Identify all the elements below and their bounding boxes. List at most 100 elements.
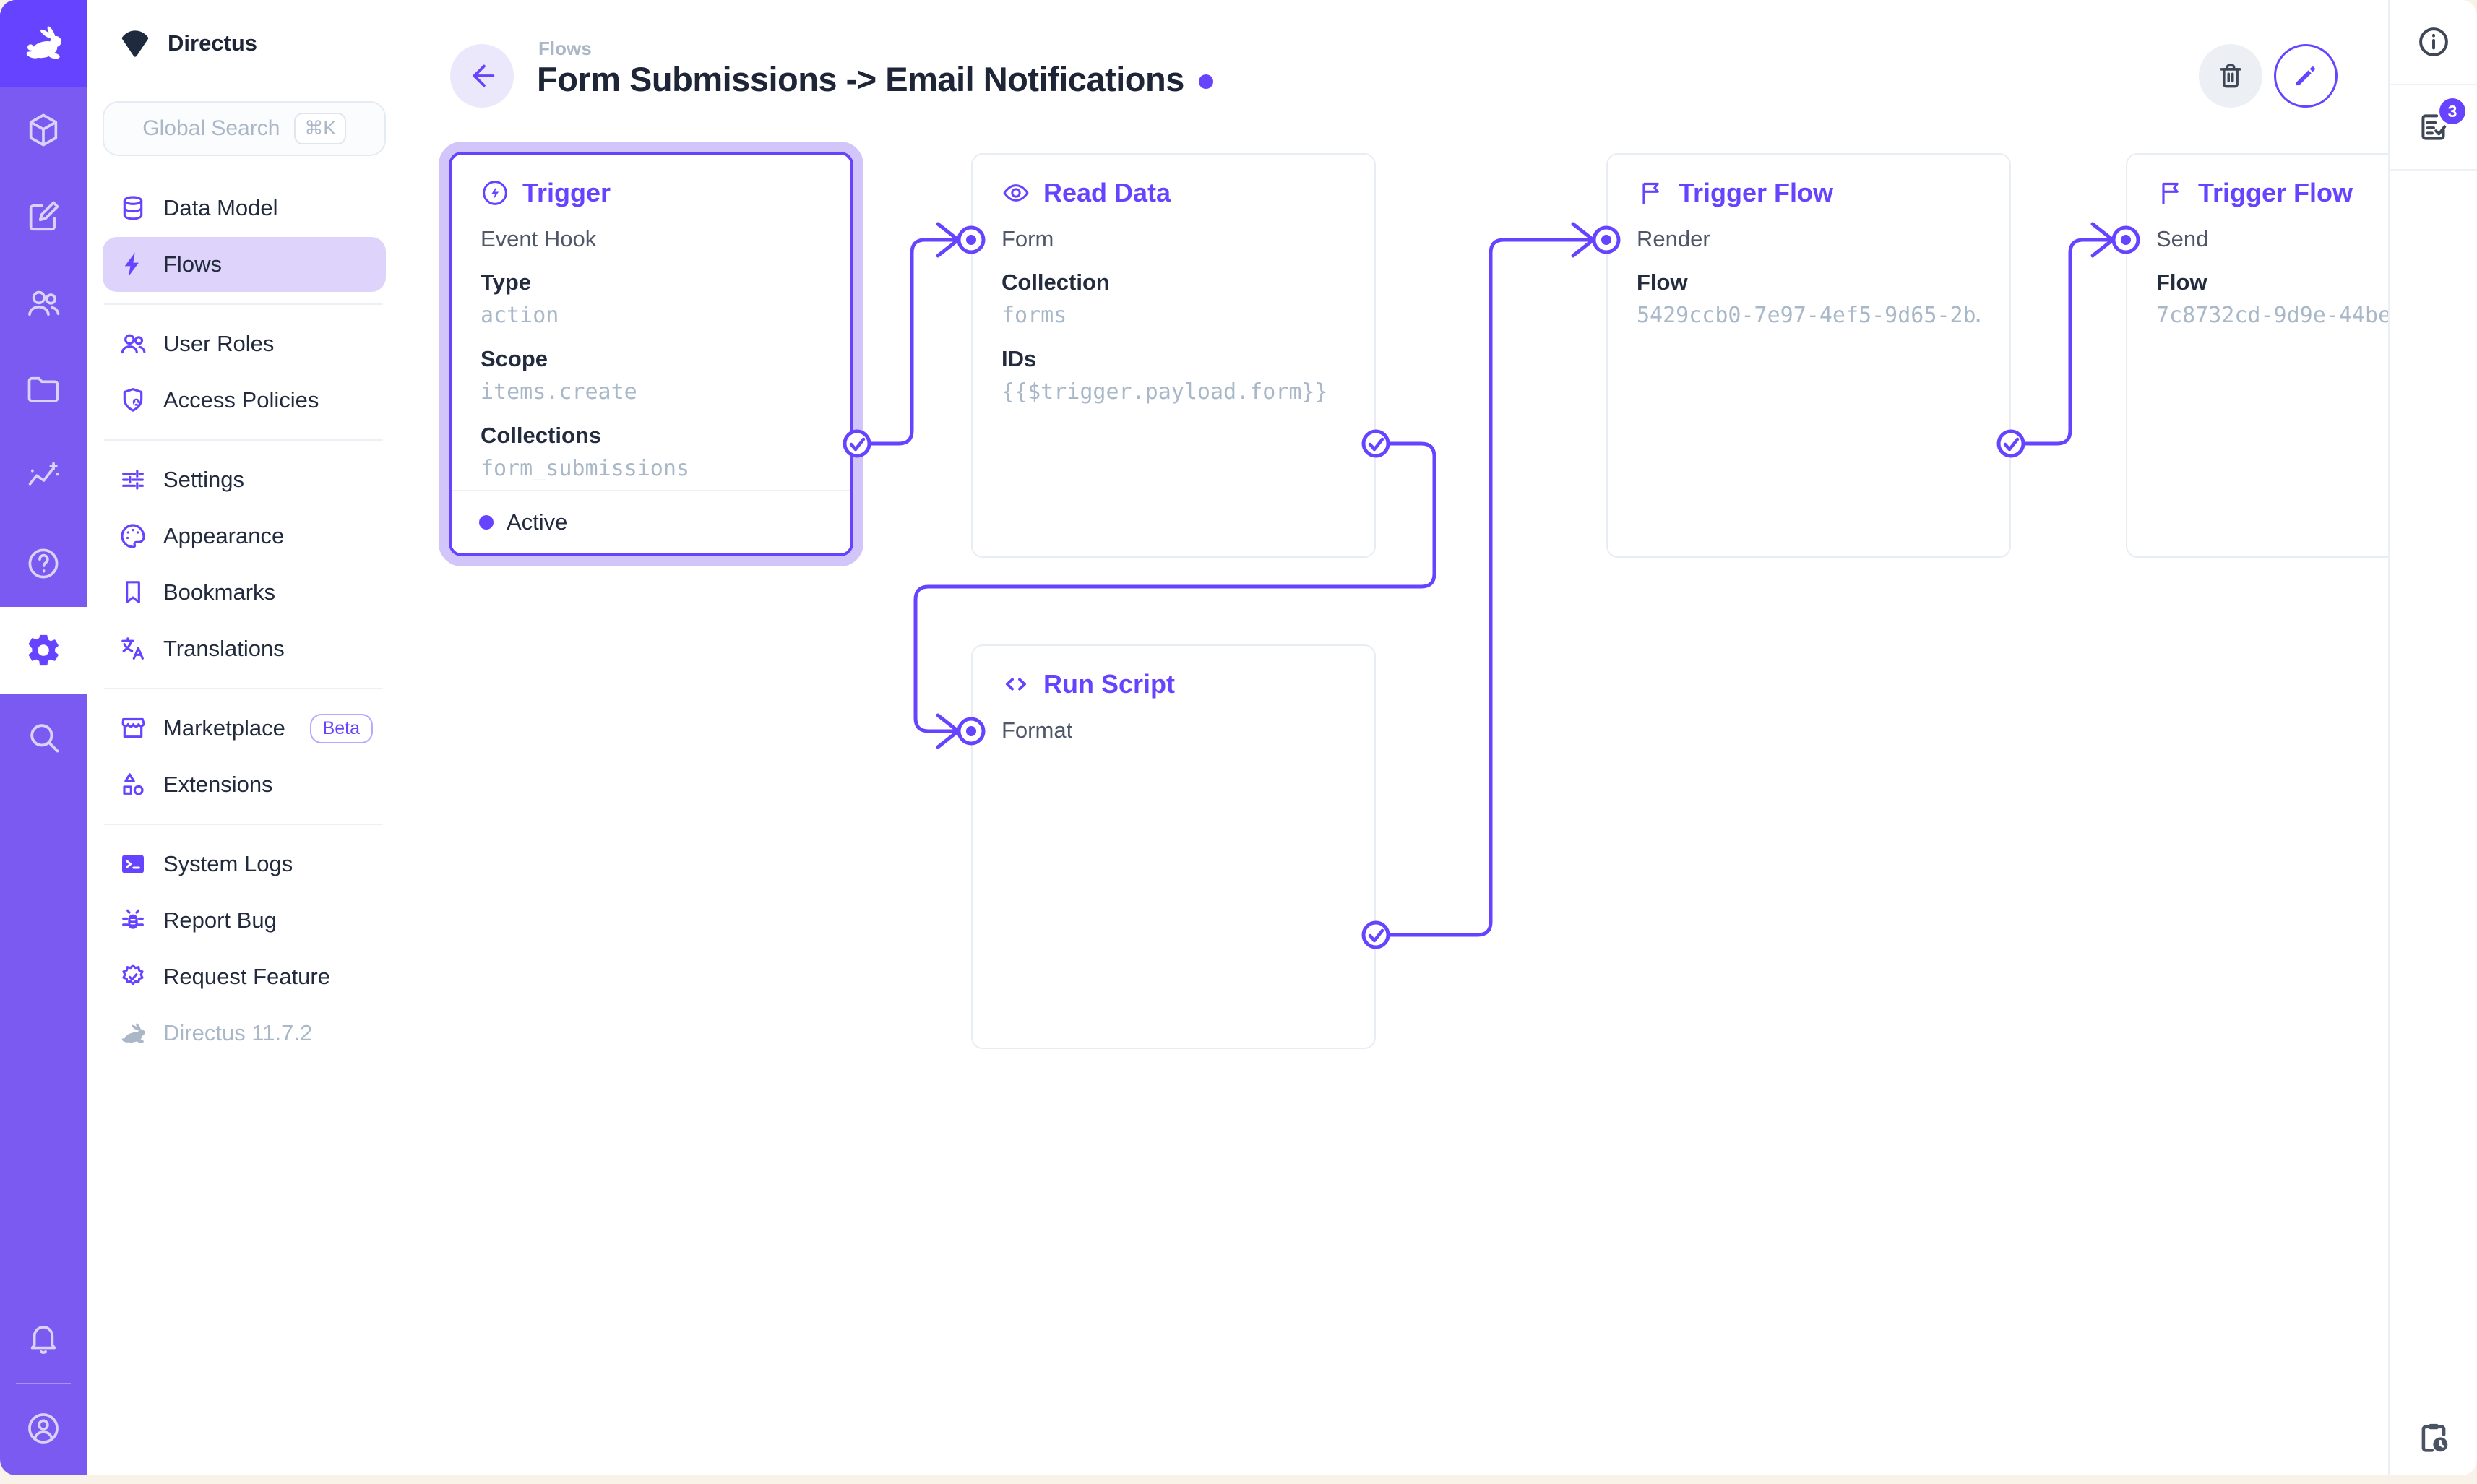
sidebar-item-appearance[interactable]: Appearance (103, 509, 386, 564)
user-menu-button[interactable] (0, 1389, 87, 1468)
panel-title-row: Trigger (481, 178, 822, 208)
delete-flow-button[interactable] (2199, 44, 2262, 108)
breadcrumb[interactable]: Flows (538, 38, 592, 59)
arrowhead (2090, 222, 2116, 258)
connection-runscript-to-render (1374, 238, 1593, 937)
flag-icon (2162, 182, 2179, 204)
module-help[interactable] (0, 520, 87, 607)
field-value: 5429ccb0-7e97-4ef5-9d65-2b… (1637, 303, 1981, 328)
info-sidebar-button[interactable] (2390, 0, 2477, 85)
clipboard-clock-icon (2421, 1423, 2447, 1452)
module-editor[interactable] (0, 173, 87, 260)
field-label: Flow (2156, 269, 2207, 295)
arrowhead (1571, 222, 1597, 258)
verified-badge-icon (119, 962, 147, 991)
search-icon (30, 724, 59, 753)
sidebar-item-flows[interactable]: Flows (103, 237, 386, 292)
nav-divider (104, 439, 383, 441)
cube-icon (29, 113, 58, 147)
notifications-button[interactable] (0, 1299, 87, 1379)
nav-divider (104, 824, 383, 825)
arrowhead (936, 713, 962, 749)
directus-logo[interactable] (0, 0, 87, 87)
module-bar (0, 0, 87, 1475)
sidebar-item-bookmarks[interactable]: Bookmarks (103, 565, 386, 620)
sidebar-item-label: Settings (163, 467, 245, 492)
operation-name: Format (1001, 717, 1073, 743)
info-icon (2418, 27, 2448, 56)
pending-revisions-button[interactable] (2390, 1419, 2477, 1457)
tune-icon (119, 465, 147, 494)
panel-title: Read Data (1043, 178, 1171, 207)
sidebar-item-extensions[interactable]: Extensions (103, 757, 386, 812)
sidebar-version-row: Directus 11.7.2 (103, 1006, 386, 1061)
compose-icon (29, 201, 59, 231)
nav-divider (104, 688, 383, 689)
bug-icon (119, 906, 147, 935)
sidebar-item-system-logs[interactable]: System Logs (103, 837, 386, 892)
module-content[interactable] (0, 87, 87, 173)
gear-icon (28, 634, 59, 666)
users-icon (28, 290, 60, 316)
sidebar-item-label: Bookmarks (163, 579, 276, 605)
sidebar-item-label: Appearance (163, 523, 285, 548)
module-users[interactable] (0, 260, 87, 347)
sidebar-item-user-roles[interactable]: User Roles (103, 316, 386, 371)
flow-panel-trigger[interactable]: Trigger Event Hook Type action Scope ite… (449, 152, 853, 556)
storefront-icon (119, 714, 147, 743)
module-settings[interactable] (0, 607, 87, 694)
page-title: Form Submissions -> Email Notifications (537, 59, 1213, 99)
project-header[interactable]: Directus (87, 0, 395, 87)
sidebar-item-report-bug[interactable]: Report Bug (103, 893, 386, 948)
panel-title: Trigger Flow (2198, 178, 2353, 207)
sidebar-item-label: Access Policies (163, 387, 319, 413)
active-dot (479, 515, 494, 530)
nav-sidebar: Directus Global Search ⌘K Data Model Flo… (87, 0, 395, 1475)
sidebar-item-label: Marketplace (163, 715, 285, 741)
eye-icon (1003, 184, 1029, 202)
connection-trigger-to-readdata (855, 238, 957, 446)
operation-name: Render (1637, 226, 1710, 251)
sidebar-item-translations[interactable]: Translations (103, 621, 386, 676)
notices-icon (2421, 114, 2446, 140)
palette-icon (119, 522, 147, 551)
version-label: Directus 11.7.2 (163, 1020, 313, 1045)
rabbit-version-icon (119, 1019, 147, 1048)
flow-accent-dot (1198, 74, 1213, 89)
logs-sidebar-button[interactable]: 3 (2390, 85, 2477, 171)
arrowhead (936, 222, 962, 258)
edit-flow-button[interactable] (2274, 44, 2338, 108)
bell-icon (30, 1326, 56, 1354)
field-value: action (481, 303, 559, 328)
module-files[interactable] (0, 347, 87, 433)
sidebar-item-marketplace[interactable]: Marketplace Beta (103, 701, 386, 756)
flag-icon (1642, 182, 1659, 204)
operation-name: Send (2156, 226, 2209, 251)
field-value: {{$trigger.payload.form}} (1001, 379, 1328, 405)
sidebar-item-data-model[interactable]: Data Model (103, 181, 386, 236)
sidebar-item-request-feature[interactable]: Request Feature (103, 949, 386, 1004)
field-value: 7c8732cd-9d9e-44be (2156, 303, 2392, 328)
nav-divider (104, 303, 383, 305)
back-button[interactable] (450, 44, 514, 108)
field-label: Scope (481, 346, 548, 371)
module-insights[interactable] (0, 433, 87, 520)
bolt-icon (119, 250, 147, 279)
flow-panel-run-script[interactable]: Run Script Format (971, 644, 1376, 1049)
global-search-input[interactable]: Global Search ⌘K (103, 101, 386, 156)
code-icon (1006, 678, 1026, 691)
field-label: Type (481, 269, 532, 295)
sidebar-item-label: Data Model (163, 195, 278, 220)
sidebar-item-label: Request Feature (163, 964, 330, 989)
module-search[interactable] (0, 694, 87, 780)
modulebar-divider (16, 1383, 71, 1384)
sidebar-item-settings[interactable]: Settings (103, 452, 386, 507)
panel-title: Trigger (522, 178, 611, 207)
sidebar-item-label: Flows (163, 251, 222, 277)
sidebar-item-access-policies[interactable]: Access Policies (103, 373, 386, 428)
folder-icon (27, 376, 59, 402)
flow-panel-read-data[interactable]: Read Data Form Collection forms IDs {{$t… (971, 153, 1376, 558)
flow-panel-trigger-flow-render[interactable]: Trigger Flow Render Flow 5429ccb0-7e97-4… (1606, 153, 2011, 558)
extensions-icon (119, 770, 147, 799)
